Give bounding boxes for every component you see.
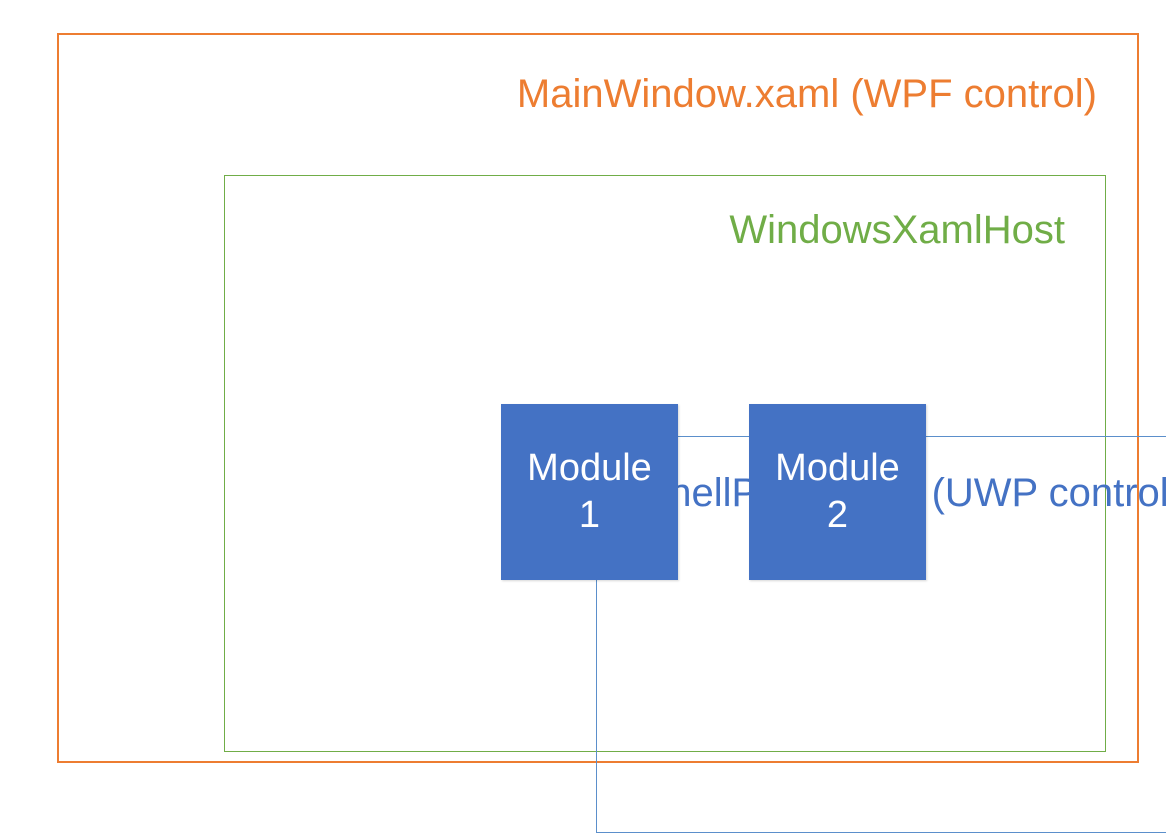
wpf-container-box: MainWindow.xaml (WPF control) WindowsXam… [57, 33, 1166, 833]
module-block-2: Module 2 [749, 404, 926, 580]
module-1-number: 1 [578, 494, 601, 536]
wpf-container-label: MainWindow.xaml (WPF control) [516, 72, 1097, 116]
windows-xaml-host-label: WindowsXamlHost [729, 208, 1065, 252]
module-2-name: Module [775, 446, 900, 489]
module-1-name: Module [527, 446, 652, 489]
module-block-1: Module 1 [501, 404, 678, 580]
diagram-canvas: MainWindow.xaml (WPF control) WindowsXam… [57, 33, 1166, 833]
module-2-number: 2 [826, 494, 849, 536]
